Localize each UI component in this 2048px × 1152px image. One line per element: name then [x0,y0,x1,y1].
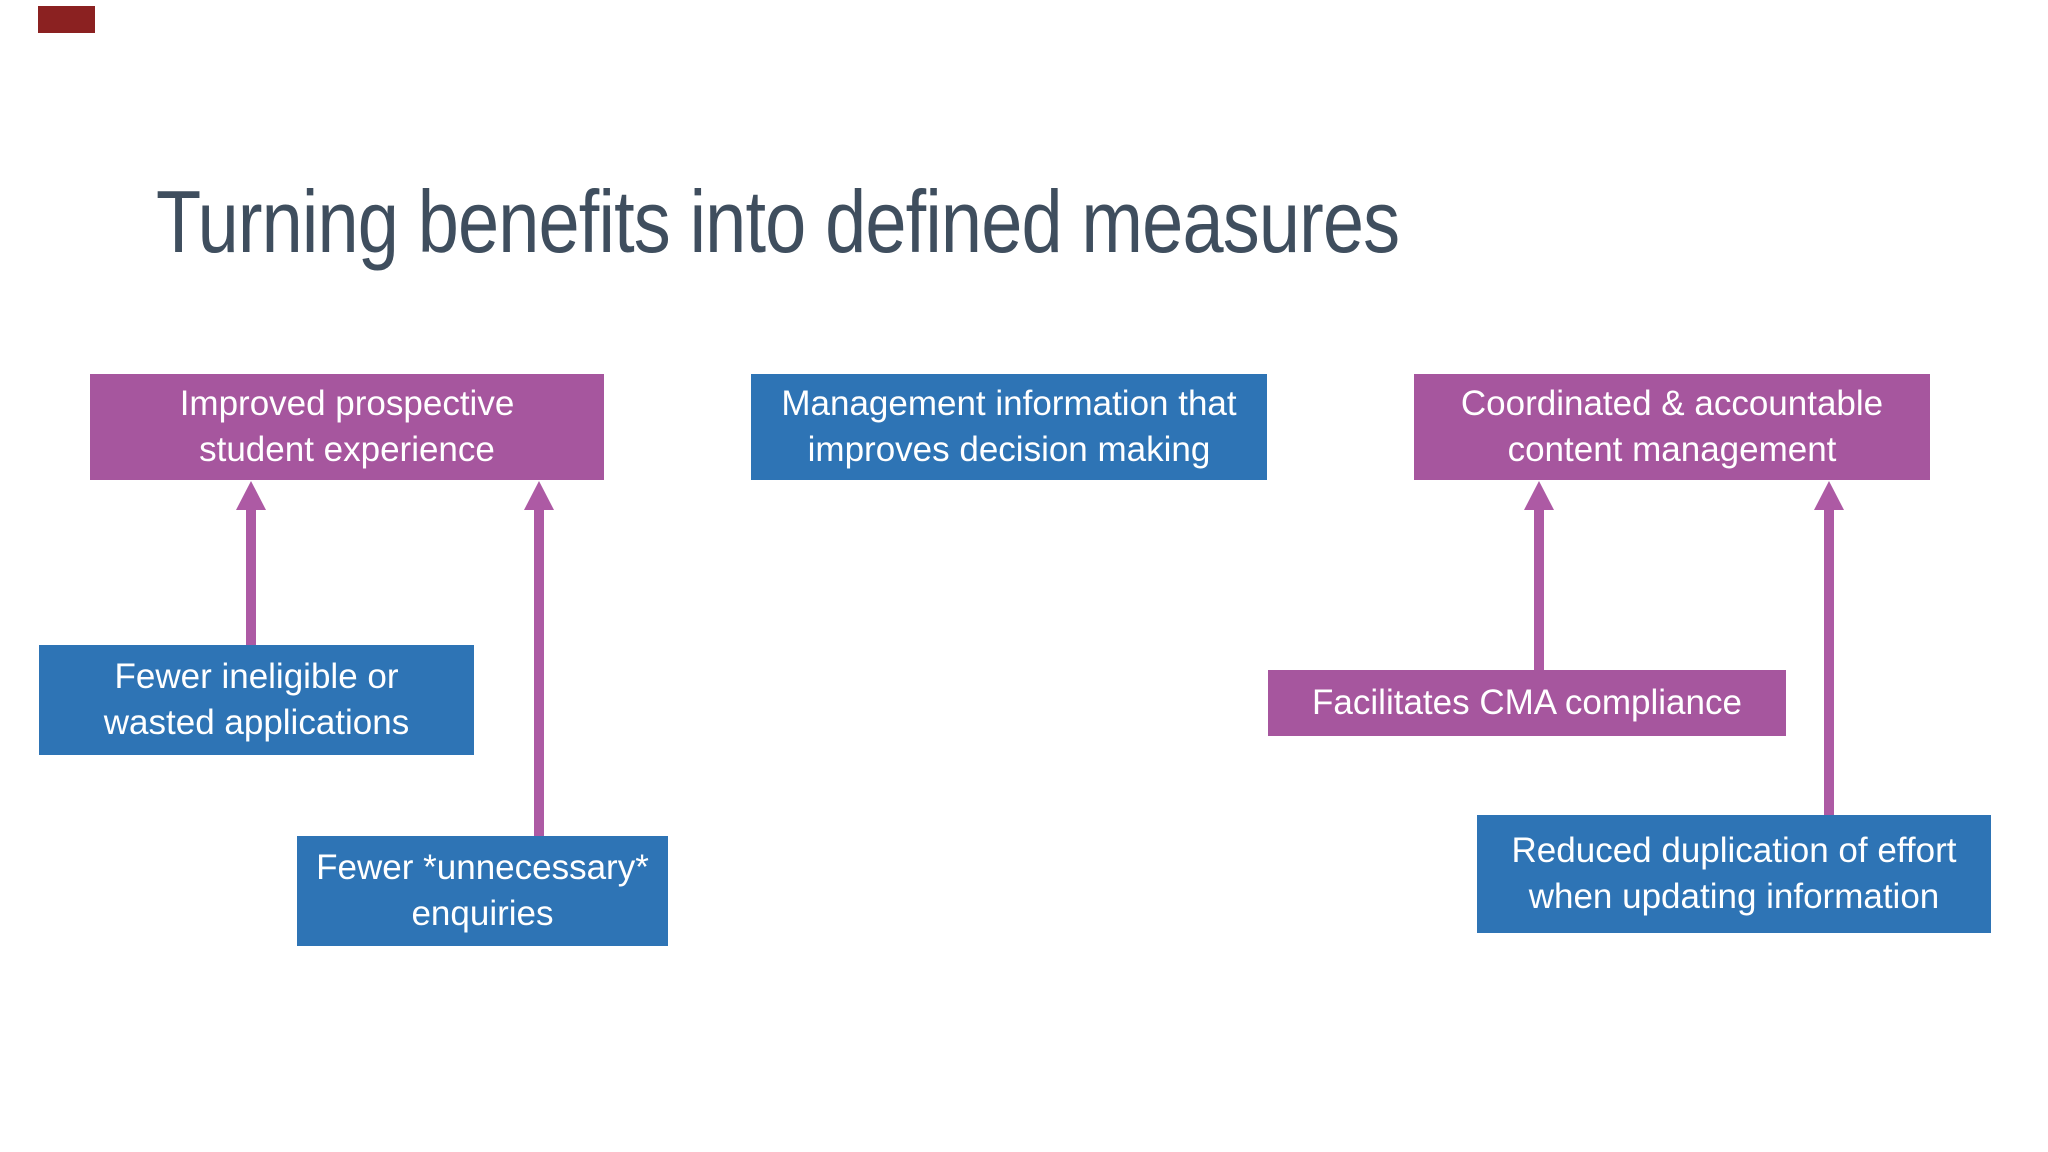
box-fewer-ineligible-applications-label: Fewer ineligible or wasted applications [103,656,410,742]
box-improved-student-experience: Improved prospective student experience [90,374,604,480]
box-fewer-ineligible-applications: Fewer ineligible or wasted applications [39,645,474,755]
arrow-ineligible-to-improved [236,481,266,645]
box-management-information: Management information that improves dec… [751,374,1267,480]
box-management-information-label: Management information that improves dec… [781,383,1237,469]
arrow-cma-to-coordinated [1524,481,1554,670]
box-reduced-duplication-of-effort: Reduced duplication of effort when updat… [1477,815,1991,933]
slide-title: Turning benefits into defined measures [156,171,1400,271]
arrow-shaft [534,510,544,836]
box-coordinated-content-management-label: Coordinated & accountable content manage… [1460,383,1884,469]
arrow-up-icon [1814,481,1844,510]
arrow-unnecessary-to-improved [524,481,554,836]
arrow-shaft [1824,510,1834,815]
red-overlay-badge [38,6,95,33]
arrow-duplication-to-coordinated [1814,481,1844,815]
arrow-up-icon [524,481,554,510]
arrow-shaft [246,510,256,645]
box-coordinated-content-management: Coordinated & accountable content manage… [1414,374,1930,480]
box-improved-student-experience-label: Improved prospective student experience [179,383,515,469]
box-reduced-duplication-of-effort-label: Reduced duplication of effort when updat… [1511,830,1957,916]
arrow-shaft [1534,510,1544,670]
arrow-up-icon [236,481,266,510]
arrow-up-icon [1524,481,1554,510]
box-fewer-unnecessary-enquiries: Fewer *unnecessary* enquiries [297,836,668,946]
box-fewer-unnecessary-enquiries-label: Fewer *unnecessary* enquiries [316,847,649,933]
box-facilitates-cma-compliance-label: Facilitates CMA compliance [1312,682,1742,722]
box-facilitates-cma-compliance: Facilitates CMA compliance [1268,670,1786,736]
